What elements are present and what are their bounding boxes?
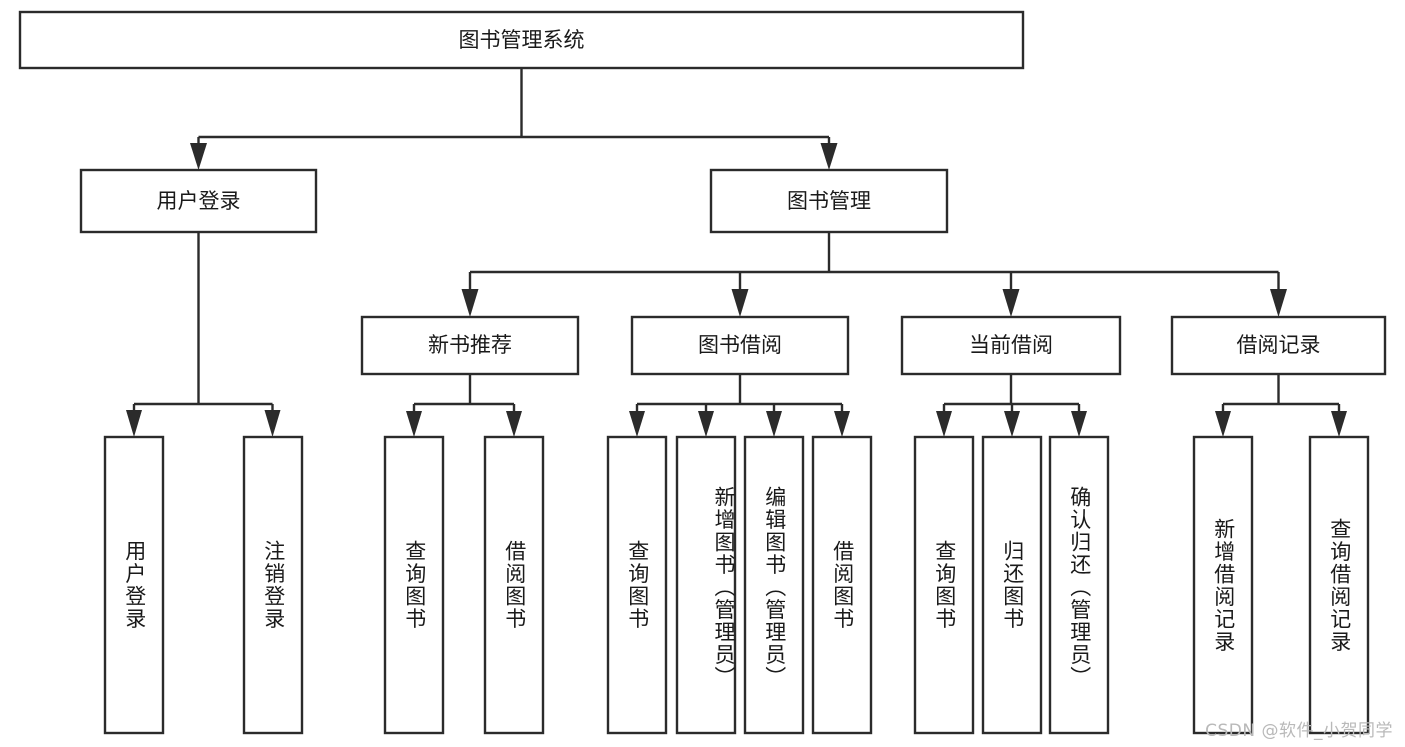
node-current-borrow-box[interactable] [900, 315, 1122, 376]
node-new-book-recommend-label: 新书推荐 [428, 333, 512, 357]
leaf-box-confirm-return-admin[interactable] [1048, 435, 1110, 735]
leaf-box-borrow-book-nbr[interactable] [483, 435, 545, 735]
leaf-box-add-borrow-record[interactable] [1192, 435, 1254, 735]
node-current-borrow-label: 当前借阅 [969, 333, 1053, 357]
leaf-box-query-book-nbr[interactable] [383, 435, 445, 735]
arrow-head-nbr-leaf-1 [406, 411, 422, 437]
arrow-head-bb-leaf-3 [766, 411, 782, 437]
node-book-borrow-label: 图书借阅 [698, 333, 782, 357]
arrow-head-nbr-leaf-2 [506, 411, 522, 437]
leaf-box-logout[interactable] [242, 435, 304, 735]
arrow-head-bb-leaf-1 [629, 411, 645, 437]
arrow-head-bb-leaf-4 [834, 411, 850, 437]
connector-layer [126, 68, 1347, 437]
arrow-head-user-login [190, 143, 207, 170]
leaf-box-query-borrow-record[interactable] [1308, 435, 1370, 735]
arrow-head-book-borrow [731, 289, 749, 317]
arrow-head-borrow-record [1270, 289, 1287, 317]
arrow-head-br-leaf-1 [1215, 411, 1231, 437]
leaf-box-user-login[interactable] [103, 435, 165, 735]
arrow-head-current-borrow [1002, 289, 1020, 317]
node-book-management-label: 图书管理 [787, 189, 871, 213]
arrow-head-new-book-rec [461, 289, 479, 317]
arrow-head-book-mgmt [820, 143, 838, 170]
arrow-head-cb-leaf-3 [1071, 411, 1087, 437]
arrow-head-cb-leaf-2 [1004, 411, 1020, 437]
leaf-box-edit-book-admin[interactable] [743, 435, 805, 735]
leaf-box-return-book[interactable] [981, 435, 1043, 735]
leaf-box-borrow-book-bb[interactable] [811, 435, 873, 735]
node-layer: 图书管理系统 用户登录 图书管理 新书推荐 图书借阅 当前借阅 借阅记录 [18, 10, 1387, 735]
arrow-head-bb-leaf-2 [698, 411, 714, 437]
node-root-label: 图书管理系统 [459, 28, 585, 52]
arrow-head-br-leaf-2 [1331, 411, 1347, 437]
node-user-login-box[interactable] [79, 168, 318, 234]
node-user-login-label: 用户登录 [157, 189, 241, 213]
leaf-box-query-book-bb[interactable] [606, 435, 668, 735]
watermark-text: CSDN @软件_小贺同学 [1205, 721, 1393, 741]
node-borrow-record-box[interactable] [1170, 315, 1387, 376]
arrow-head-leaf-user-login [126, 410, 142, 437]
node-root-box[interactable] [18, 10, 1025, 70]
arrow-head-leaf-logout [264, 410, 281, 437]
node-new-book-recommend-box[interactable] [360, 315, 580, 376]
leaf-box-query-book-cb[interactable] [913, 435, 975, 735]
node-book-management-box[interactable] [709, 168, 949, 234]
arrow-head-cb-leaf-1 [936, 411, 952, 437]
node-borrow-record-label: 借阅记录 [1237, 333, 1321, 357]
node-book-borrow-box[interactable] [630, 315, 850, 376]
leaf-box-add-book-admin[interactable] [675, 435, 737, 735]
